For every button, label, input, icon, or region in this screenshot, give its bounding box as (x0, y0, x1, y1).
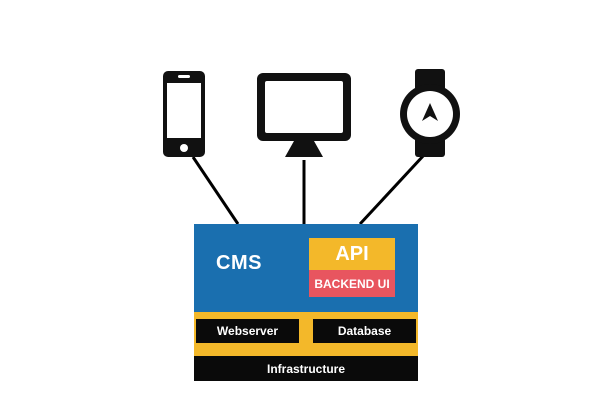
infrastructure-box: Infrastructure (194, 356, 418, 381)
phone-connector-line (191, 156, 240, 225)
smartphone-icon (163, 71, 205, 157)
webserver-box: Webserver (196, 319, 299, 343)
api-box: API (309, 238, 395, 270)
cms-label: CMS (216, 252, 262, 274)
desktop-monitor-icon (257, 73, 351, 157)
watch-connector-line (358, 153, 426, 226)
backend-ui-box: BACKEND UI (309, 270, 395, 297)
smartwatch-icon (400, 69, 460, 157)
database-box: Database (313, 319, 416, 343)
